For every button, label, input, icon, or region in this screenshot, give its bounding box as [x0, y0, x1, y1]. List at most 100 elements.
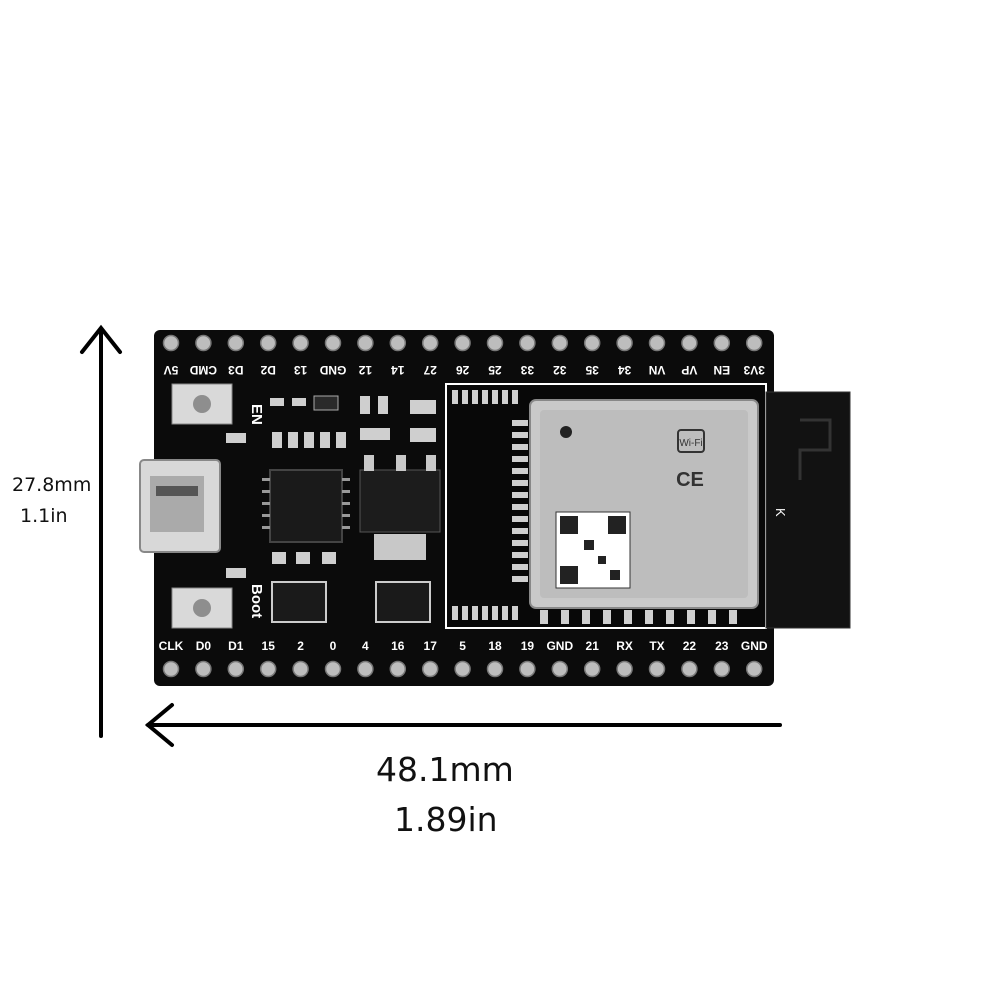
top-pin-hole: [259, 334, 277, 352]
esp32-module: Wi-Fi CE: [445, 383, 767, 629]
module-pad: [512, 456, 528, 462]
module-pad: [666, 610, 674, 624]
top-pin-label: 34: [618, 363, 632, 377]
module-pad: [482, 390, 488, 404]
pcb-antenna: [765, 391, 851, 629]
bottom-pin-hole: [713, 660, 731, 678]
top-pin-hole: [583, 334, 601, 352]
bottom-pin-label: 0: [330, 639, 337, 653]
top-pin-label: EN: [713, 363, 730, 377]
module-pad: [492, 606, 498, 620]
bottom-pin-hole: [292, 660, 309, 678]
top-pin-label: D2: [260, 363, 276, 377]
bottom-pin-hole: [486, 660, 504, 678]
bottom-pin-label: 22: [683, 639, 697, 653]
top-pin-label: 14: [391, 363, 405, 377]
top-pin-label: GND: [319, 363, 346, 377]
module-pad: [462, 606, 468, 620]
bottom-pin-label: 21: [586, 639, 600, 653]
bottom-pin-hole: [454, 660, 471, 678]
bottom-pin-label: 17: [424, 639, 438, 653]
bottom-pin-label: GND: [546, 639, 573, 653]
top-pin-label: 3V3: [743, 363, 765, 377]
top-pin-hole: [357, 334, 374, 352]
bottom-pin-label: RX: [616, 639, 633, 653]
bottom-pin-hole: [745, 660, 763, 678]
module-pad: [512, 564, 528, 570]
width-mm-label: 48.1mm: [376, 750, 514, 789]
module-pad: [482, 606, 488, 620]
top-pin-label: D3: [228, 363, 244, 377]
module-pad: [561, 610, 569, 624]
width-arrow: [144, 703, 782, 747]
module-pad: [462, 390, 468, 404]
top-pin-hole: [454, 334, 471, 352]
bottom-pin-hole: [357, 660, 374, 678]
bottom-pin-label: 2: [297, 639, 304, 653]
top-pin-hole: [421, 334, 439, 352]
usb-uart-chip: [262, 469, 350, 543]
module-pad: [512, 606, 518, 620]
height-arrow: [80, 324, 122, 738]
module-pad: [512, 390, 518, 404]
wifi-logo: Wi-Fi: [679, 438, 702, 449]
module-pad: [512, 576, 528, 582]
module-pad: [512, 504, 528, 510]
module-pad: [452, 390, 458, 404]
top-pin-label: VP: [681, 363, 697, 377]
module-pad: [452, 606, 458, 620]
module-pad: [512, 516, 528, 522]
bottom-pin-label: 4: [362, 639, 369, 653]
en-button-label: EN: [248, 404, 265, 425]
bottom-pin-hole: [583, 660, 601, 678]
bottom-pin-hole: [551, 660, 569, 678]
top-pin-hole: [486, 334, 504, 352]
bottom-pin-hole: [195, 660, 212, 678]
bottom-pin-hole: [681, 660, 698, 678]
top-pin-label: 26: [456, 363, 470, 377]
bottom-pin-label: 5: [459, 639, 466, 653]
top-pin-label: VN: [649, 363, 666, 377]
bottom-pin-label: 16: [391, 639, 405, 653]
bottom-pin-hole: [616, 660, 633, 678]
bottom-pin-label: D1: [228, 639, 244, 653]
top-pin-hole: [519, 334, 536, 352]
bottom-pin-hole: [324, 660, 342, 678]
module-pad: [512, 540, 528, 546]
en-button: [171, 383, 233, 425]
module-pad: [540, 610, 548, 624]
bottom-pin-hole: [162, 660, 180, 678]
bottom-pin-label: TX: [649, 639, 664, 653]
module-pad: [472, 390, 478, 404]
top-pin-hole: [292, 334, 309, 352]
module-pad: [512, 420, 528, 426]
module-pad: [729, 610, 737, 624]
top-pin-hole: [324, 334, 342, 352]
module-pad: [512, 444, 528, 450]
module-pad: [708, 610, 716, 624]
bottom-pin-label: 15: [262, 639, 276, 653]
bottom-pin-hole: [421, 660, 439, 678]
bottom-pin-row: [162, 660, 763, 678]
top-pin-hole: [681, 334, 698, 352]
top-pin-hole: [616, 334, 633, 352]
bottom-pin-label: 23: [715, 639, 729, 653]
module-pad: [512, 432, 528, 438]
bottom-pin-label: CLK: [159, 639, 184, 653]
height-mm-label: 27.8mm: [12, 474, 92, 496]
micro-usb-connector: [139, 459, 221, 553]
module-pad: [582, 610, 590, 624]
module-pad: [502, 390, 508, 404]
top-pin-label: 13: [294, 363, 308, 377]
bottom-pin-hole: [519, 660, 536, 678]
ce-mark: CE: [676, 469, 704, 491]
top-pin-hole: [162, 334, 180, 352]
bottom-pin-hole: [389, 660, 407, 678]
boot-button: [171, 587, 233, 629]
top-pin-label: 12: [358, 363, 372, 377]
module-pad: [512, 468, 528, 474]
voltage-regulator: [359, 455, 441, 560]
